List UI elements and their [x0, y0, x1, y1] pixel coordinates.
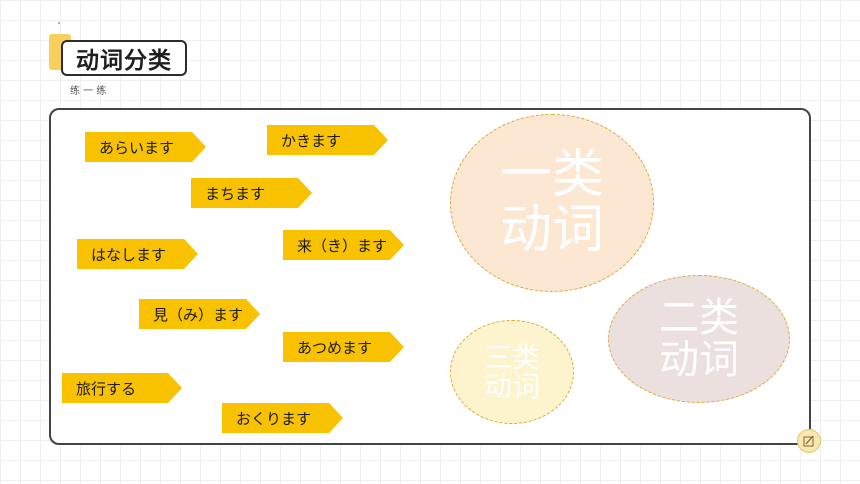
verb-tag-atsume[interactable]: あつめます: [283, 332, 404, 362]
verb-tag-ryokou[interactable]: 旅行する: [62, 373, 182, 403]
verb-tag-label: かきます: [281, 131, 342, 150]
verb-tag-hanashi[interactable]: はなします: [77, 239, 198, 269]
edit-note-icon-glyph: [803, 435, 814, 447]
verb-tag-label: あつめます: [297, 338, 373, 357]
verb-tag-arai[interactable]: あらいます: [85, 132, 206, 162]
verb-tag-label: おくります: [236, 409, 312, 428]
category-circle-type2[interactable]: 二类 动词: [608, 275, 790, 403]
category-circle-type1[interactable]: 一类 动词: [450, 114, 654, 292]
category-circle-type3[interactable]: 三类 动词: [450, 320, 574, 424]
verb-tag-label: 旅行する: [76, 379, 137, 398]
verb-tag-kaki[interactable]: かきます: [267, 125, 388, 155]
page-subtitle: 练 一 练: [70, 86, 107, 97]
verb-tag-machi[interactable]: まちます: [191, 178, 312, 208]
verb-tag-label: まちます: [205, 184, 266, 203]
verb-tag-label: 見（み）ます: [153, 305, 244, 324]
edit-note-icon[interactable]: [797, 429, 821, 453]
verb-tag-label: 来（き）ます: [297, 236, 388, 255]
verb-tag-label: はなします: [91, 245, 167, 264]
category-label: 三类 动词: [483, 340, 540, 403]
category-label: 二类 动词: [659, 295, 739, 383]
verb-tag-label: あらいます: [99, 138, 175, 157]
verb-tag-okuri[interactable]: おくります: [222, 403, 343, 433]
page-title: 动词分类: [61, 40, 187, 76]
verb-tag-mi[interactable]: 見（み）ます: [139, 299, 260, 329]
decorative-dot: [58, 22, 60, 24]
category-label: 一类 动词: [499, 145, 604, 260]
verb-tag-ki[interactable]: 来（き）ます: [283, 230, 404, 260]
